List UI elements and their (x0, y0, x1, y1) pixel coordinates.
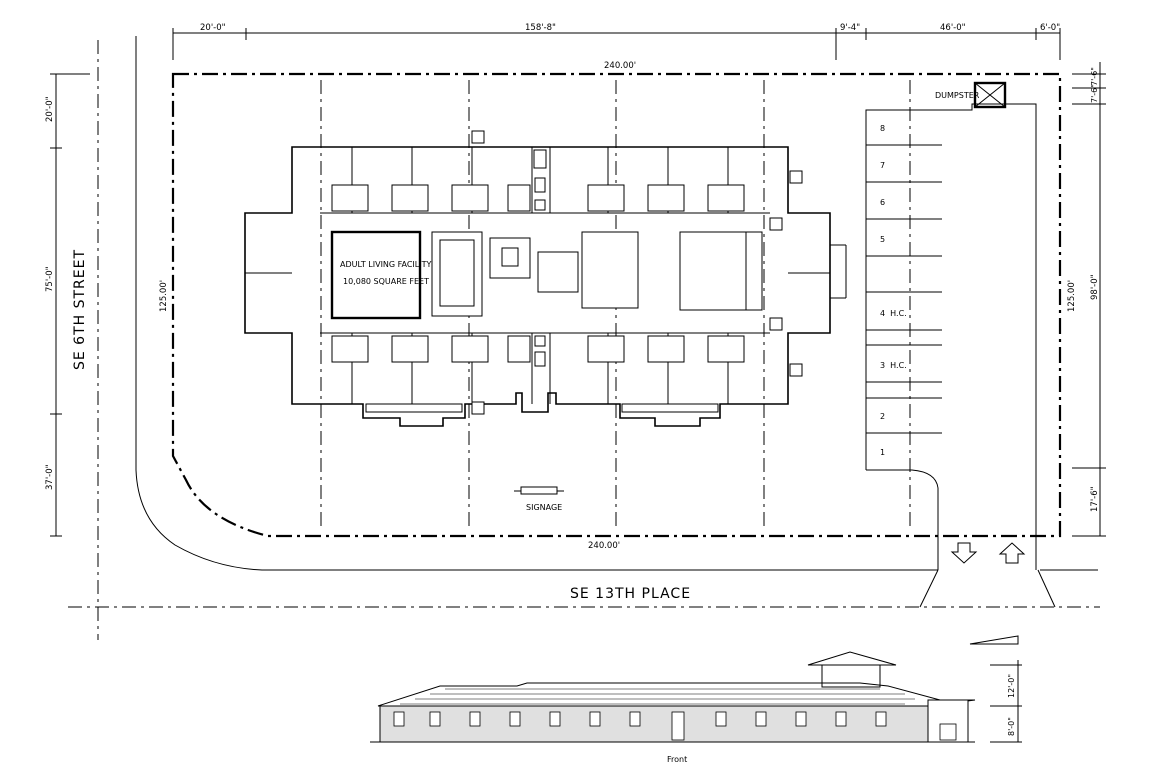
parking-space-6: 6 (880, 198, 885, 207)
facility-label-line1: ADULT LIVING FACILITY (340, 260, 431, 269)
dim-left-3: 37'-0" (45, 464, 55, 490)
site-width-top: 240.00' (604, 61, 636, 71)
building-footprint (244, 130, 847, 427)
arrow-down-icon (950, 542, 978, 564)
dumpster-label: DUMPSTER (935, 91, 980, 100)
dim-left-2: 75'-0" (45, 266, 55, 292)
dumpster-enclosure (973, 81, 1007, 109)
parking-space-3: 3 H.C. (880, 361, 907, 370)
parking-space-2: 2 (880, 412, 885, 421)
parking-space-8: 8 (880, 124, 885, 133)
parking-space-5: 5 (880, 235, 885, 244)
street-label-south: SE 13TH PLACE (570, 586, 691, 602)
dim-right-4: 17'-6" (1090, 486, 1100, 512)
signage-label: SIGNAGE (526, 503, 562, 512)
front-elevation-caption: Front (667, 755, 687, 764)
dim-right-1: 7'-6" (1090, 67, 1099, 86)
site-depth-right: 125.00' (1067, 280, 1077, 312)
parking-space-7: 7 (880, 161, 885, 170)
dim-top-5: 6'-0" (1040, 23, 1060, 33)
elevation-height-1: 12'-0" (1007, 674, 1016, 698)
front-elevation (370, 635, 1022, 743)
right-dimension: 7'-6" 7'-6" 98'-0" 17'-6" 125.00' 240.00… (588, 62, 1106, 551)
site-depth-left: 125.00' (159, 280, 169, 312)
dim-right-2: 7'-6" (1090, 84, 1099, 103)
parking-space-4: 4 H.C. (880, 309, 907, 318)
dim-right-3: 98'-0" (1090, 274, 1100, 300)
dim-top-4: 46'-0" (940, 23, 966, 33)
street-label-west: SE 6TH STREET (72, 249, 88, 370)
facility-label-line2: 10,080 SQUARE FEET (343, 277, 429, 286)
left-dimension: 20'-0" 75'-0" 37'-0" 125.00' (45, 73, 169, 537)
dim-top-2: 158'-8" (525, 23, 556, 33)
elevation-height-2: 8'-0" (1007, 717, 1016, 736)
parking-area (865, 103, 1037, 570)
arrow-up-icon (998, 542, 1026, 564)
parking-space-1: 1 (880, 448, 885, 457)
site-width-bottom: 240.00' (588, 541, 620, 551)
road-lines (68, 36, 1100, 640)
dim-left-1: 20'-0" (45, 96, 55, 122)
dim-top-3: 9'-4" (840, 23, 860, 33)
top-dimension: 20'-0" 158'-8" 9'-4" 46'-0" 6'-0" 240.00… (172, 23, 1061, 71)
signage (514, 486, 564, 495)
dim-top-1: 20'-0" (200, 23, 226, 33)
